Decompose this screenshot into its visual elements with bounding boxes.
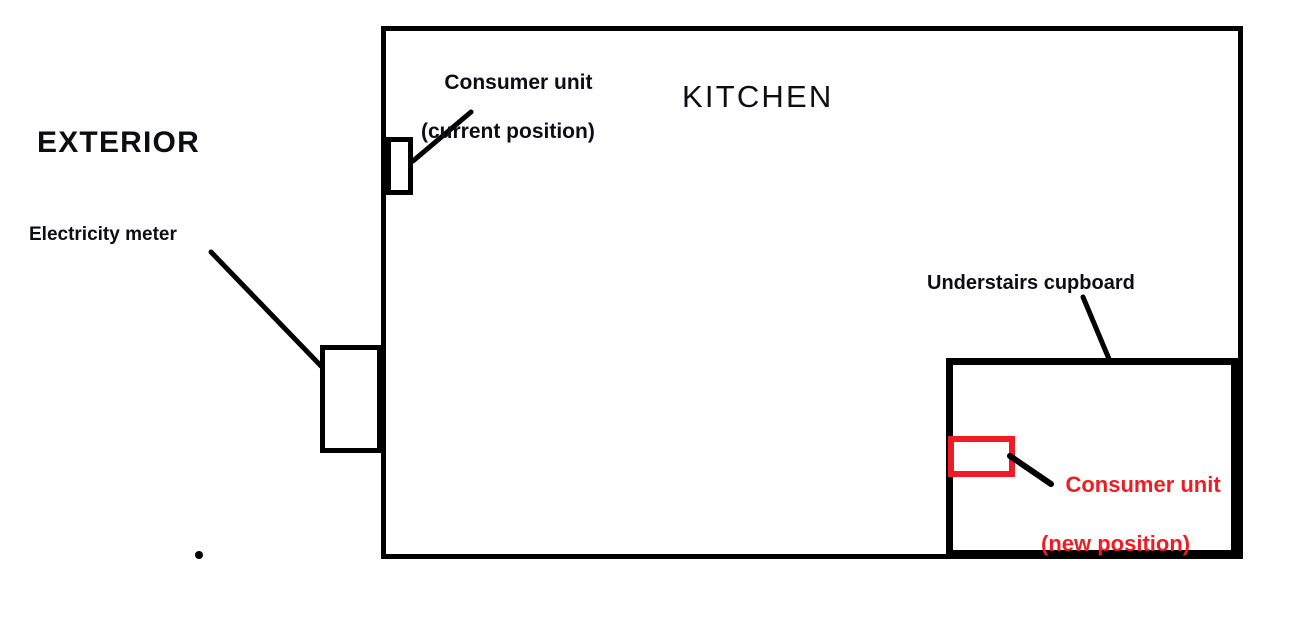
consumer-unit-new-box xyxy=(948,436,1015,477)
label-understairs-cupboard: Understairs cupboard xyxy=(927,272,1135,294)
leader-line-consumer-unit-new xyxy=(1007,453,1054,487)
label-consumer-unit-new-line2: (new position) xyxy=(1041,530,1191,556)
leader-line-consumer-unit-current xyxy=(410,109,474,164)
label-kitchen: KITCHEN xyxy=(682,79,834,114)
exterior-dot-marker xyxy=(195,551,203,559)
leader-line-electricity-meter xyxy=(208,249,324,369)
consumer-unit-current-box xyxy=(386,137,413,195)
kitchen-room-outline xyxy=(381,26,1243,559)
label-consumer-unit-current: Consumer unit (current position) xyxy=(421,46,595,195)
label-consumer-unit-current-line2: (current position) xyxy=(421,120,595,144)
label-exterior: EXTERIOR xyxy=(37,126,200,159)
label-consumer-unit-new: Consumer unit (new position) xyxy=(1041,446,1221,609)
leader-line-understairs-cupboard xyxy=(1080,294,1112,362)
electricity-meter-box xyxy=(320,345,382,453)
label-consumer-unit-current-line1: Consumer unit xyxy=(444,70,593,94)
label-electricity-meter: Electricity meter xyxy=(29,224,177,245)
label-consumer-unit-new-line1: Consumer unit xyxy=(1065,471,1221,497)
